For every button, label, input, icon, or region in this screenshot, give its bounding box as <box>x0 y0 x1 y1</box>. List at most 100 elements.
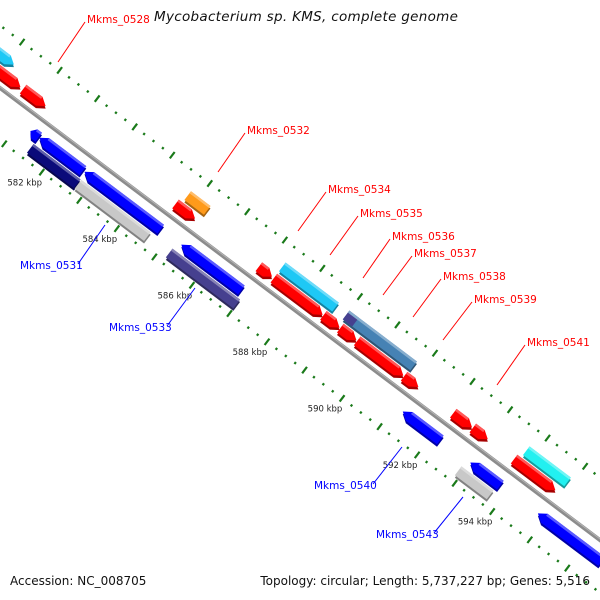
feature-body <box>454 466 494 500</box>
feature-body <box>74 179 151 242</box>
minor-tick <box>226 195 231 200</box>
feature-highlight <box>405 371 416 380</box>
minor-tick <box>575 573 579 577</box>
gene-feature[interactable] <box>510 454 560 497</box>
minor-tick <box>405 330 409 334</box>
accession-text: Accession: NC_008705 <box>10 574 147 588</box>
label-leader-line <box>166 287 196 327</box>
gene-feature[interactable] <box>35 133 88 178</box>
gene-feature-mkms-0539[interactable] <box>353 336 408 382</box>
gene-feature-mkms-0535[interactable] <box>269 273 327 322</box>
minor-tick <box>489 393 493 398</box>
gene-feature[interactable] <box>254 262 276 283</box>
minor-tick <box>273 231 278 235</box>
minor-tick <box>105 219 110 224</box>
gene-feature[interactable] <box>533 509 600 569</box>
gene-feature[interactable] <box>468 423 492 447</box>
minor-tick <box>134 241 138 245</box>
minor-tick <box>424 460 429 464</box>
gene-feature[interactable] <box>400 371 423 394</box>
minor-tick <box>387 432 391 436</box>
label-leader-line <box>372 446 403 485</box>
feature-body <box>0 44 14 65</box>
gene-feature[interactable] <box>177 240 246 297</box>
gene-label-mkms-0531[interactable]: Mkms_0531 <box>20 260 83 272</box>
feature-highlight <box>189 245 245 288</box>
minor-tick <box>536 429 540 433</box>
major-tick <box>394 321 401 329</box>
minor-tick <box>198 174 203 179</box>
minor-tick <box>321 382 325 386</box>
minor-tick <box>180 276 185 280</box>
gene-feature[interactable] <box>0 44 18 72</box>
gene-feature-mkms-0532[interactable] <box>171 199 200 226</box>
scale-label: 590 kbp <box>308 405 343 415</box>
gene-feature-mkms-0543[interactable] <box>454 466 495 502</box>
gene-label-mkms-0535[interactable]: Mkms_0535 <box>360 208 423 220</box>
major-tick <box>206 179 214 188</box>
minor-tick <box>564 450 568 454</box>
label-leader-line <box>433 496 464 534</box>
gene-feature-mkms-0533[interactable] <box>165 248 242 311</box>
minor-tick <box>39 54 43 58</box>
minor-tick <box>339 280 343 285</box>
gene-label-mkms-0541[interactable]: Mkms_0541 <box>527 337 590 349</box>
gene-label-mkms-0543[interactable]: Mkms_0543 <box>376 529 439 541</box>
gene-feature[interactable] <box>466 458 505 492</box>
feature-body <box>470 462 504 490</box>
gene-feature-mkms-0534[interactable] <box>278 262 340 314</box>
gene-feature-mkms-0528[interactable] <box>19 84 51 113</box>
gene-feature-mkms-0538[interactable] <box>342 310 419 373</box>
feature-highlight <box>410 411 444 438</box>
gene-label-mkms-0539[interactable]: Mkms_0539 <box>474 294 537 306</box>
minor-tick <box>142 132 146 136</box>
gene-feature[interactable] <box>80 167 165 237</box>
gene-feature[interactable] <box>0 58 25 94</box>
scale-label: 594 kbp <box>458 518 493 528</box>
minor-tick <box>162 262 166 266</box>
major-tick <box>263 337 271 346</box>
feature-highlight <box>47 138 87 169</box>
major-tick <box>188 281 196 290</box>
minor-tick <box>11 33 15 37</box>
label-leader-line <box>77 224 106 265</box>
gene-feature-mkms-0536[interactable] <box>319 311 344 334</box>
major-tick <box>301 366 308 374</box>
major-tick <box>226 309 233 318</box>
gene-feature[interactable] <box>522 446 572 489</box>
gene-feature-mkms-0537[interactable] <box>336 323 361 347</box>
minor-tick <box>217 188 221 193</box>
gene-label-mkms-0533[interactable]: Mkms_0533 <box>109 322 172 334</box>
major-tick <box>18 38 26 46</box>
major-tick <box>56 66 63 75</box>
gene-feature[interactable] <box>26 127 43 145</box>
feature-highlight <box>515 454 553 484</box>
gene-feature-mkms-0541[interactable] <box>449 408 477 434</box>
minor-tick <box>104 104 109 108</box>
major-tick <box>544 434 551 442</box>
gene-label-mkms-0532[interactable]: Mkms_0532 <box>247 125 310 137</box>
gene-label-mkms-0538[interactable]: Mkms_0538 <box>443 271 506 283</box>
gene-feature-mkms-0531[interactable] <box>73 179 151 244</box>
major-tick <box>0 139 8 148</box>
minor-tick <box>386 316 390 320</box>
gene-label-mkms-0536[interactable]: Mkms_0536 <box>392 231 455 243</box>
feature-body <box>353 336 404 376</box>
gene-label-mkms-0528[interactable]: Mkms_0528 <box>87 14 150 26</box>
gene-feature[interactable] <box>183 191 212 218</box>
minor-tick <box>189 167 193 171</box>
minor-tick <box>509 524 513 528</box>
minor-tick <box>349 403 354 408</box>
major-tick <box>451 479 458 488</box>
gene-label-mkms-0540[interactable]: Mkms_0540 <box>314 480 377 492</box>
label-leader-line <box>412 278 442 318</box>
gene-feature-mkms-0540[interactable] <box>398 407 445 447</box>
minor-tick <box>86 89 90 94</box>
feature-body <box>449 408 473 428</box>
gene-label-mkms-0534[interactable]: Mkms_0534 <box>328 184 391 196</box>
gene-feature[interactable] <box>26 143 82 191</box>
minor-tick <box>292 245 296 249</box>
gene-label-mkms-0537[interactable]: Mkms_0537 <box>414 248 477 260</box>
minor-tick <box>312 375 316 379</box>
